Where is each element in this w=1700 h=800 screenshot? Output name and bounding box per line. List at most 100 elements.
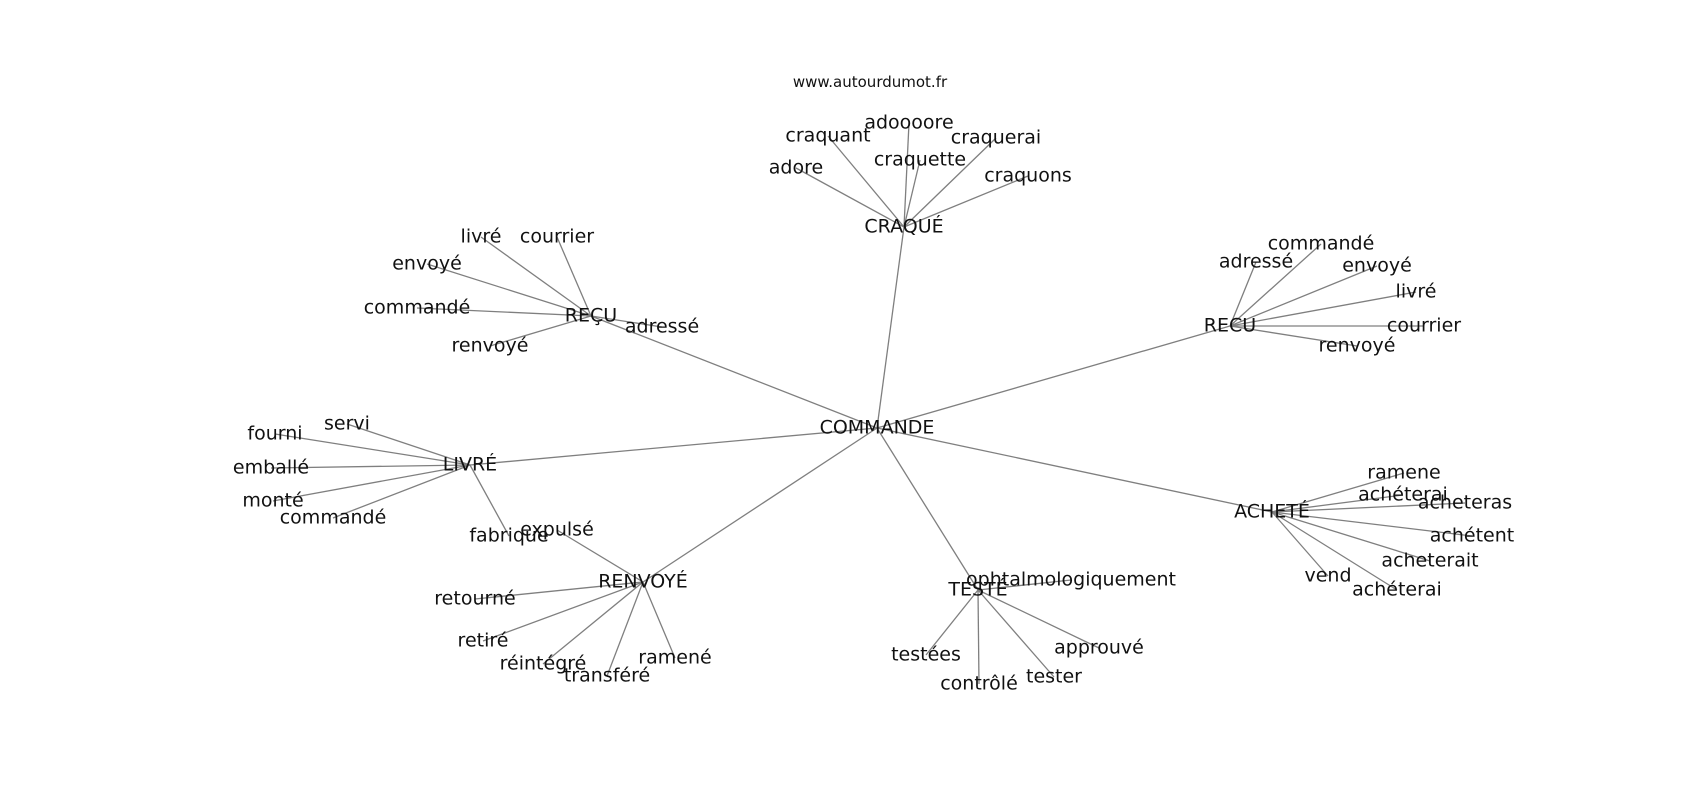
edge-achete-word bbox=[1271, 511, 1473, 537]
edge-craque-word bbox=[903, 137, 997, 228]
word-node-label: courrier bbox=[1387, 315, 1461, 337]
word-node-label: achéterai bbox=[1358, 484, 1448, 506]
edge-livre-word bbox=[270, 464, 471, 469]
edge-recu-1-word bbox=[480, 236, 592, 317]
hub-node-label: RECU bbox=[1204, 315, 1256, 337]
hub-node-label: RENVOYÉ bbox=[598, 570, 688, 593]
word-node-label: contrôlé bbox=[940, 673, 1018, 695]
edge-renvoye-word bbox=[606, 581, 644, 677]
edge-achete-word bbox=[1271, 511, 1329, 577]
edge-livre-word bbox=[346, 423, 471, 466]
word-node-label: envoyé bbox=[1342, 255, 1412, 277]
word-node-label: fourni bbox=[247, 423, 302, 445]
word-node-label: testées bbox=[891, 644, 961, 666]
word-node-label: craquant bbox=[785, 125, 870, 147]
edge-recu-2-word bbox=[1229, 291, 1417, 327]
edge-livre-word bbox=[332, 464, 471, 519]
word-node-label: servi bbox=[324, 413, 370, 435]
word-node-label: vend bbox=[1304, 565, 1351, 587]
hub-node-label: ACHETÉ bbox=[1234, 500, 1310, 523]
edge-center-teste bbox=[876, 427, 979, 591]
word-node-label: ramene bbox=[1367, 462, 1440, 484]
edge-recu-1-word bbox=[416, 307, 592, 317]
word-node-label: livré bbox=[1396, 281, 1437, 303]
edge-recu-1-word bbox=[426, 263, 592, 317]
word-node-label: craquerai bbox=[951, 127, 1041, 149]
edge-achete-word bbox=[1271, 494, 1404, 513]
edge-craque-word bbox=[903, 159, 921, 228]
edge-recu-1-word bbox=[489, 315, 592, 347]
edge-teste-word bbox=[925, 589, 979, 656]
hub-node-label: LIVRÉ bbox=[443, 453, 497, 476]
word-node-label: adressé bbox=[625, 316, 699, 338]
edge-craque-word bbox=[903, 122, 910, 228]
edge-center-renvoye bbox=[642, 427, 878, 583]
center-node-label: COMMANDE bbox=[820, 417, 935, 439]
word-node-label: monté bbox=[242, 490, 303, 512]
edge-center-recu-1 bbox=[590, 315, 878, 429]
edge-achete-word bbox=[1271, 502, 1466, 513]
edge-achete-word bbox=[1271, 472, 1405, 513]
word-node-label: commandé bbox=[364, 297, 471, 319]
edge-renvoye-word bbox=[642, 581, 676, 659]
word-node-label: acheterait bbox=[1381, 550, 1478, 572]
graph-edges bbox=[270, 122, 1473, 685]
word-node-label: retiré bbox=[458, 630, 509, 652]
edge-teste-word bbox=[977, 589, 980, 685]
edge-renvoye-word bbox=[482, 581, 644, 642]
edge-livre-word bbox=[469, 464, 510, 537]
word-node-label: expulsé bbox=[520, 519, 594, 541]
word-node-label: adore bbox=[769, 157, 823, 179]
word-node-label: achétent bbox=[1430, 525, 1514, 547]
edge-craque-word bbox=[827, 135, 905, 228]
edge-renvoye-word bbox=[556, 529, 644, 583]
edge-renvoye-word bbox=[474, 581, 644, 600]
edge-teste-word bbox=[977, 579, 1072, 591]
edge-teste-word bbox=[977, 589, 1100, 649]
word-node-label: livré bbox=[461, 226, 502, 248]
word-node-label: acheteras bbox=[1418, 492, 1512, 514]
edge-recu-2-word bbox=[1229, 265, 1378, 327]
hub-node-label: CRAQUÉ bbox=[864, 215, 943, 238]
edge-center-recu-2 bbox=[876, 325, 1231, 429]
word-node-label: adoooore bbox=[864, 112, 953, 134]
word-node-label: ramené bbox=[638, 647, 711, 669]
edge-recu-2-word bbox=[1229, 325, 1358, 347]
edge-craque-word bbox=[795, 167, 905, 228]
word-node-label: emballé bbox=[233, 457, 309, 479]
edge-achete-word bbox=[1271, 511, 1398, 591]
word-node-label: craquette bbox=[874, 149, 966, 171]
word-node-label: transféré bbox=[564, 665, 650, 687]
source-url: www.autourdumot.fr bbox=[793, 73, 948, 91]
edge-recu-1-word bbox=[590, 315, 663, 328]
edge-renvoye-word bbox=[542, 581, 644, 665]
word-node-label: adressé bbox=[1219, 251, 1293, 273]
word-node-label: tester bbox=[1026, 666, 1082, 688]
word-node-label: fabrique bbox=[469, 525, 548, 547]
edge-livre-word bbox=[272, 464, 471, 502]
word-node-label: approuvé bbox=[1054, 637, 1144, 659]
word-node-label: renvoyé bbox=[452, 335, 529, 357]
edge-teste-word bbox=[977, 589, 1055, 678]
word-node-label: commandé bbox=[1268, 233, 1375, 255]
edge-center-craque bbox=[876, 226, 905, 429]
word-node-label: réintégré bbox=[500, 653, 587, 675]
edge-recu-2-word bbox=[1229, 243, 1322, 327]
edge-craque-word bbox=[903, 175, 1029, 228]
hub-node-label: REÇU bbox=[565, 305, 617, 327]
word-node-label: renvoyé bbox=[1319, 335, 1396, 357]
edge-recu-2-word bbox=[1229, 261, 1257, 327]
edge-livre-word bbox=[274, 433, 471, 466]
word-node-label: ophtalmologiquement bbox=[966, 569, 1176, 591]
hub-node-label: TESTÉ bbox=[947, 578, 1007, 601]
word-node-label: envoyé bbox=[392, 253, 462, 275]
edge-center-livre bbox=[469, 427, 878, 466]
word-node-label: retourné bbox=[434, 588, 515, 610]
edge-center-achete bbox=[876, 427, 1273, 513]
edge-recu-1-word bbox=[556, 236, 592, 317]
word-node-label: commandé bbox=[280, 507, 387, 529]
word-node-label: courrier bbox=[520, 226, 594, 248]
word-node-label: craquons bbox=[984, 165, 1072, 187]
